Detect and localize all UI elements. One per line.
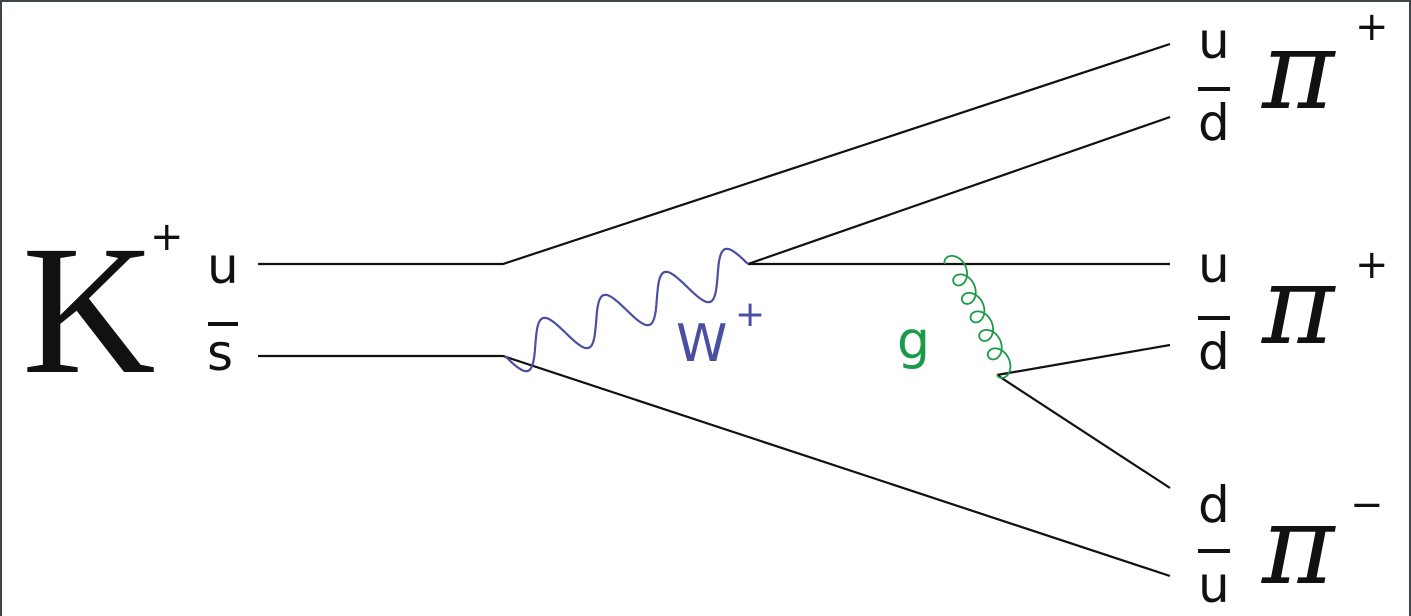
quark-label-u: u xyxy=(207,237,239,295)
pion-symbol: π xyxy=(1261,6,1336,134)
quark-label-u-bar: u xyxy=(1198,556,1230,614)
quark-label-d-bar: d xyxy=(1198,94,1230,152)
quark-label-d: d xyxy=(1198,476,1230,534)
gluon-line xyxy=(943,255,1012,379)
w-boson-charge: + xyxy=(735,294,765,335)
antiquark-bar xyxy=(208,322,238,326)
pion-symbol: π xyxy=(1261,241,1336,369)
quark-label-s-bar: s xyxy=(207,324,233,382)
antiquark-bar xyxy=(1198,87,1230,91)
antiquark-bar xyxy=(1198,316,1230,320)
s-antiquark-line xyxy=(258,354,1171,578)
kaon-symbol: K xyxy=(22,208,156,413)
quark-label-u: u xyxy=(1198,12,1230,70)
quark-label-d-bar: d xyxy=(1198,323,1230,381)
w-boson-label: W xyxy=(676,314,727,374)
pion-charge: + xyxy=(1355,4,1389,50)
d-antiquark-line-top xyxy=(747,115,1171,266)
pion-charge: − xyxy=(1350,482,1384,528)
d-quark-line-bottom xyxy=(996,374,1171,489)
w-boson-line xyxy=(504,247,749,373)
antiquark-bar xyxy=(1198,549,1230,553)
kaon-charge: + xyxy=(150,214,184,260)
gluon-label: g xyxy=(897,311,930,371)
quark-label-u: u xyxy=(1198,236,1230,294)
d-antiquark-line-middle xyxy=(996,343,1171,377)
u-quark-line xyxy=(258,42,1171,266)
pion-charge: + xyxy=(1355,242,1389,288)
pion-symbol: π xyxy=(1261,481,1336,609)
